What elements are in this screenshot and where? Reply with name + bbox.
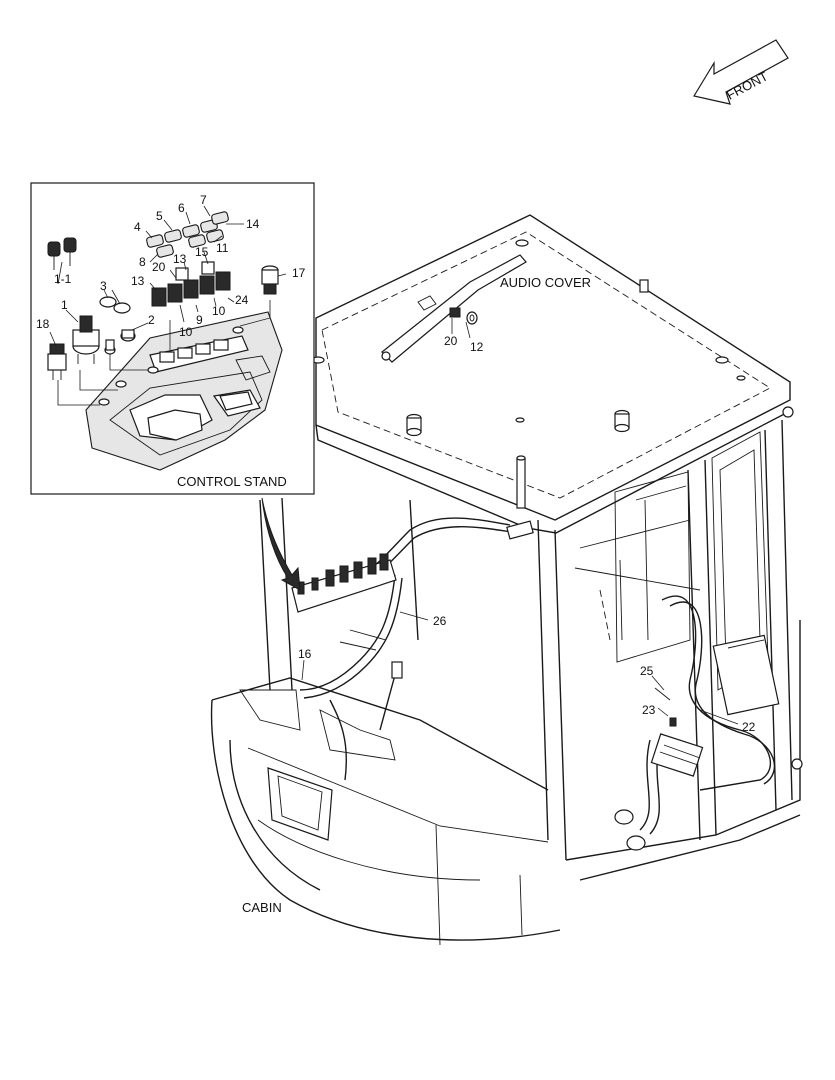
switch-18-part: [47, 343, 67, 380]
callout-2: 2: [148, 313, 155, 327]
roof-bolts: [311, 239, 746, 437]
callout-3: 3: [100, 279, 107, 293]
callout-14: 14: [246, 217, 260, 231]
callout-25: 25: [640, 664, 654, 678]
callout-24: 24: [235, 293, 249, 307]
callout-4: 4: [134, 220, 141, 234]
callout-17: 17: [292, 266, 306, 280]
front-arrow-icon: FRONT: [693, 39, 789, 105]
callout-20-main: 20: [444, 334, 458, 348]
key-1-1-part: [47, 237, 77, 270]
callout-22: 22: [742, 720, 756, 734]
cabin-drawing: [210, 214, 803, 946]
callout-10-left: 10: [179, 325, 193, 339]
callout-11: 11: [216, 241, 229, 255]
callout-8: 8: [139, 255, 146, 269]
control-stand-label: CONTROL STAND: [177, 474, 287, 489]
callout-10-right: 10: [212, 304, 226, 318]
callout-7: 7: [200, 193, 207, 207]
fuse-block: [650, 733, 704, 777]
callout-12: 12: [470, 340, 484, 354]
callout-1-1: 1-1: [54, 272, 72, 286]
control-stand-inset: [30, 182, 315, 495]
cabin-label: CABIN: [242, 900, 282, 915]
key-switch-part: [72, 315, 100, 364]
callout-16: 16: [298, 647, 312, 661]
callout-23: 23: [642, 703, 656, 717]
audio-cover-label: AUDIO COVER: [500, 275, 591, 290]
rocker-switches-part: [151, 261, 231, 307]
callout-20-inset: 20: [152, 260, 166, 274]
callout-9: 9: [196, 313, 203, 327]
socket-17-part: [261, 265, 279, 295]
callout-26: 26: [433, 614, 447, 628]
switch-caps-part: [146, 211, 229, 258]
callout-6: 6: [178, 201, 185, 215]
callout-5: 5: [156, 209, 163, 223]
cabin-switch-row: [291, 553, 397, 613]
callout-13-top: 13: [173, 252, 187, 266]
audio-cover-part: [381, 254, 527, 363]
callout-13-left: 13: [131, 274, 145, 288]
callout-18: 18: [36, 317, 50, 331]
callout-1: 1: [61, 298, 68, 312]
callout-15: 15: [195, 245, 209, 259]
